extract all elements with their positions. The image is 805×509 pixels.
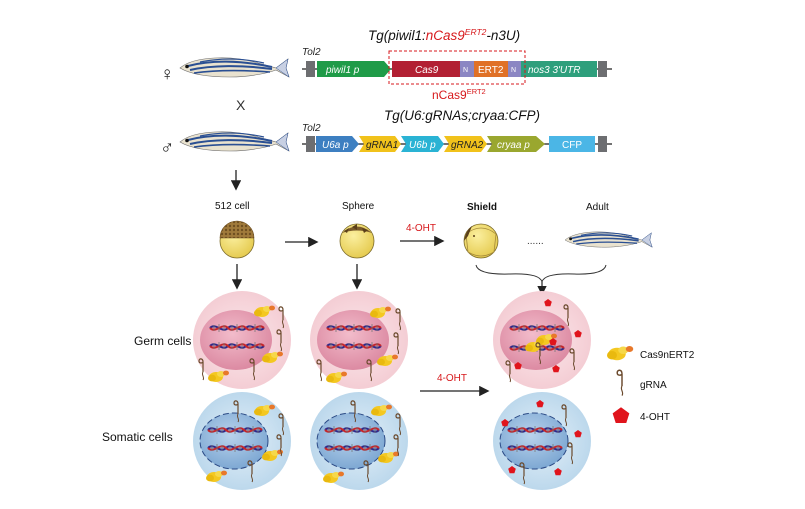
legend-oht-icon	[612, 407, 630, 424]
construct2-grna1-block	[359, 136, 401, 152]
construct2-u6b-promoter	[401, 136, 444, 152]
construct2-u6a-promoter	[316, 136, 359, 152]
construct1-ert2-label: ERT2	[478, 65, 504, 76]
construct2-cryaa-promoter	[487, 136, 545, 152]
stage-adult-label: Adult	[586, 202, 609, 213]
legend-cas9-label: Cas9nERT2	[640, 350, 695, 361]
male-zebrafish	[179, 130, 290, 152]
construct2-cfp-label: CFP	[562, 140, 582, 151]
adult-zebrafish	[564, 231, 654, 248]
row-label-somatic: Somatic cells	[102, 430, 173, 444]
legend-cas9-icon	[607, 346, 634, 361]
construct1-nls1-label: N	[463, 67, 468, 74]
construct2-grna1-label: gRNA1	[366, 140, 398, 151]
construct1-tol2-left	[306, 61, 315, 77]
construct1-tol2-label: Tol2	[302, 47, 321, 58]
construct2-tol2-right	[598, 136, 607, 152]
row-label-germ: Germ cells	[134, 334, 191, 348]
ncas9-ert2-dashed-box	[388, 50, 526, 85]
construct1-piwil1-label: piwil1 p	[325, 65, 360, 76]
construct2-cryaa-label: cryaa p	[497, 140, 530, 151]
construct2-u6b-label: U6b p	[409, 140, 436, 151]
construct2-u6a-label: U6a p	[322, 140, 349, 151]
arrow-4oht-label-top: 4-OHT	[406, 223, 436, 234]
stage-512-cell-label: 512 cell	[215, 201, 249, 212]
construct2-grna2-label: gRNA2	[451, 140, 484, 151]
legend-oht-label: 4-OHT	[640, 412, 670, 423]
legend: Cas9nERT2 gRNA 4-OHT	[607, 346, 695, 424]
ncas9-ert2-label: nCas9ERT2	[432, 87, 486, 102]
construct1-nls2-label: N	[511, 67, 516, 74]
construct2-tol2-label: Tol2	[302, 123, 321, 134]
embryo-sphere	[339, 223, 375, 259]
brace-shield-adult	[475, 264, 607, 283]
embryo-512-cell	[219, 220, 255, 259]
germ-cell-shield-adult	[493, 291, 591, 389]
stage-dots: ......	[527, 236, 544, 247]
construct1-ert2-block	[474, 61, 508, 77]
construct1-utr-block	[521, 61, 597, 77]
arrow-4oht-label-middle: 4-OHT	[437, 373, 467, 384]
construct1-utr-label: nos3 3'UTR	[528, 65, 581, 76]
construct2-tol2-left	[306, 136, 315, 152]
female-zebrafish	[179, 56, 290, 78]
construct2-grna2-block	[444, 136, 487, 152]
construct1-piwil1-promoter	[317, 61, 391, 77]
construct1-cas9-label: Cas9	[415, 65, 439, 76]
embryo-shield	[463, 223, 499, 259]
cross-symbol: X	[236, 97, 246, 113]
construct1-title: Tg(piwil1:nCas9ERT2-n3U)	[368, 27, 520, 43]
construct1-cas9-block	[392, 61, 460, 77]
legend-grna-icon	[616, 369, 624, 397]
construct2-title: Tg(U6:gRNAs;cryaa:CFP)	[384, 108, 540, 123]
construct1-nls1-block	[460, 61, 474, 77]
germ-cell-512	[193, 291, 291, 389]
somatic-cell-shield-adult	[493, 392, 591, 490]
somatic-cell-512	[193, 392, 291, 490]
germ-cell-sphere	[310, 291, 408, 389]
legend-grna-label: gRNA	[640, 380, 667, 391]
stage-shield-label: Shield	[467, 202, 497, 213]
stage-sphere-label: Sphere	[342, 201, 375, 212]
female-symbol: ♀	[160, 64, 174, 85]
construct2-cfp-block	[549, 136, 595, 152]
male-symbol: ♂	[160, 138, 174, 159]
construct1-nls2-block	[508, 61, 521, 77]
construct1-tol2-right	[598, 61, 607, 77]
somatic-cell-sphere	[310, 392, 408, 490]
